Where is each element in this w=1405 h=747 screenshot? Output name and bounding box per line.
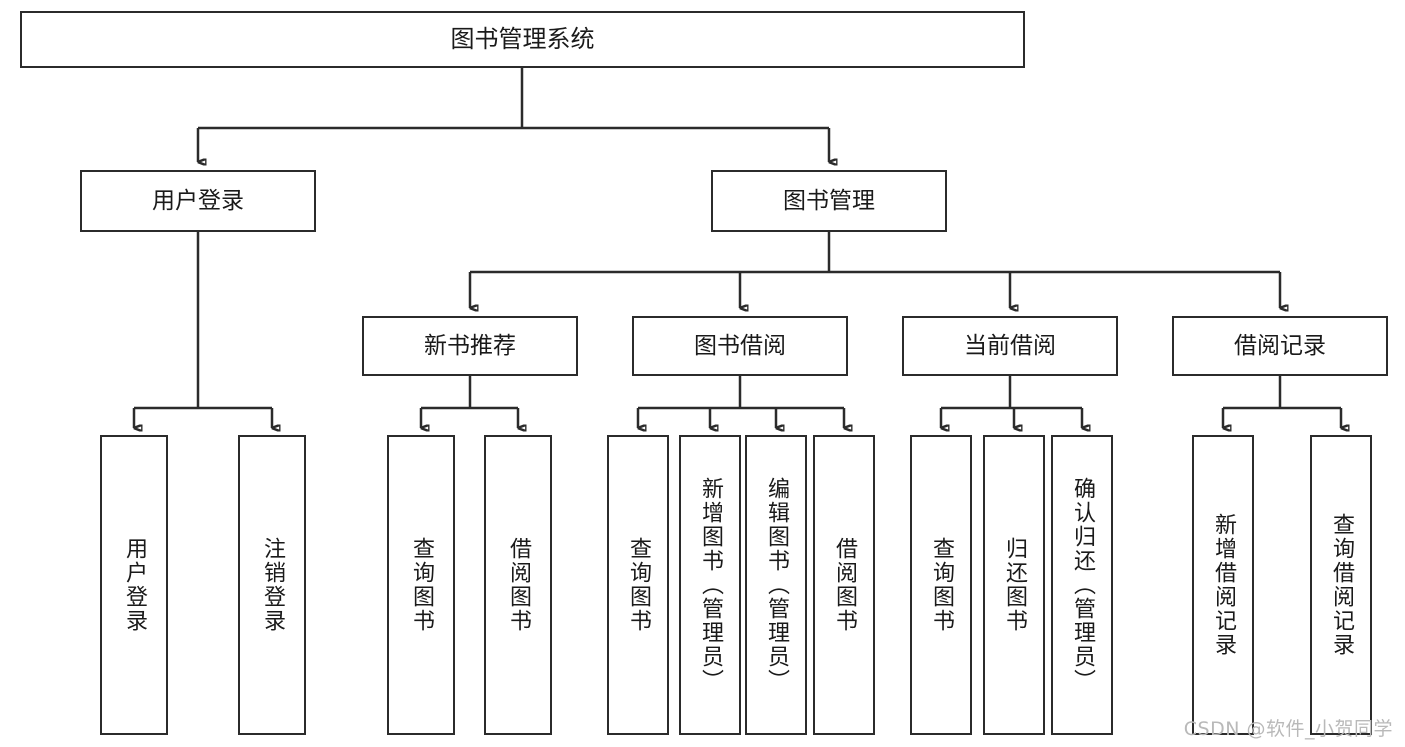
- node-leaf-return-book-label: 归还图书: [1002, 537, 1027, 633]
- node-leaf-return-book[interactable]: 归还图书: [983, 435, 1045, 735]
- node-book-borrow-label: 图书借阅: [694, 332, 786, 359]
- node-leaf-add-book-admin[interactable]: 新增图书（管理员）: [679, 435, 741, 735]
- node-leaf-edit-book-admin[interactable]: 编辑图书（管理员）: [745, 435, 807, 735]
- node-leaf-user-login[interactable]: 用户登录: [100, 435, 168, 735]
- node-leaf-add-borrow-record[interactable]: 新增借阅记录: [1192, 435, 1254, 735]
- node-leaf-confirm-return-admin-label: 确认归还（管理员）: [1070, 477, 1095, 693]
- node-leaf-logout-label: 注销登录: [260, 537, 285, 633]
- node-borrow-record[interactable]: 借阅记录: [1172, 316, 1388, 376]
- node-current-borrow[interactable]: 当前借阅: [902, 316, 1118, 376]
- node-leaf-add-book-admin-label: 新增图书（管理员）: [698, 477, 723, 693]
- node-root[interactable]: 图书管理系统: [20, 11, 1025, 68]
- node-leaf-user-login-label: 用户登录: [122, 537, 147, 633]
- node-leaf-query-book-2-label: 查询图书: [626, 537, 651, 633]
- node-leaf-query-borrow-record-label: 查询借阅记录: [1329, 513, 1354, 657]
- node-borrow-record-label: 借阅记录: [1234, 332, 1326, 359]
- node-leaf-query-book-1[interactable]: 查询图书: [387, 435, 455, 735]
- node-leaf-query-book-3-label: 查询图书: [929, 537, 954, 633]
- watermark: CSDN @软件_小贺同学: [1183, 718, 1393, 740]
- node-user-login-label: 用户登录: [152, 187, 244, 214]
- node-leaf-borrow-book-2[interactable]: 借阅图书: [813, 435, 875, 735]
- node-book-borrow[interactable]: 图书借阅: [632, 316, 848, 376]
- node-book-manage-label: 图书管理: [783, 187, 875, 214]
- node-current-borrow-label: 当前借阅: [964, 332, 1056, 359]
- node-leaf-logout[interactable]: 注销登录: [238, 435, 306, 735]
- node-new-book-recommend-label: 新书推荐: [424, 332, 516, 359]
- node-leaf-borrow-book-1[interactable]: 借阅图书: [484, 435, 552, 735]
- node-leaf-query-book-1-label: 查询图书: [409, 537, 434, 633]
- node-leaf-query-book-3[interactable]: 查询图书: [910, 435, 972, 735]
- node-leaf-add-borrow-record-label: 新增借阅记录: [1211, 513, 1236, 657]
- node-leaf-confirm-return-admin[interactable]: 确认归还（管理员）: [1051, 435, 1113, 735]
- node-leaf-edit-book-admin-label: 编辑图书（管理员）: [764, 477, 789, 693]
- node-leaf-query-borrow-record[interactable]: 查询借阅记录: [1310, 435, 1372, 735]
- node-leaf-query-book-2[interactable]: 查询图书: [607, 435, 669, 735]
- node-user-login[interactable]: 用户登录: [80, 170, 316, 232]
- node-book-manage[interactable]: 图书管理: [711, 170, 947, 232]
- node-leaf-borrow-book-1-label: 借阅图书: [506, 537, 531, 633]
- node-new-book-recommend[interactable]: 新书推荐: [362, 316, 578, 376]
- node-leaf-borrow-book-2-label: 借阅图书: [832, 537, 857, 633]
- node-root-label: 图书管理系统: [450, 24, 595, 53]
